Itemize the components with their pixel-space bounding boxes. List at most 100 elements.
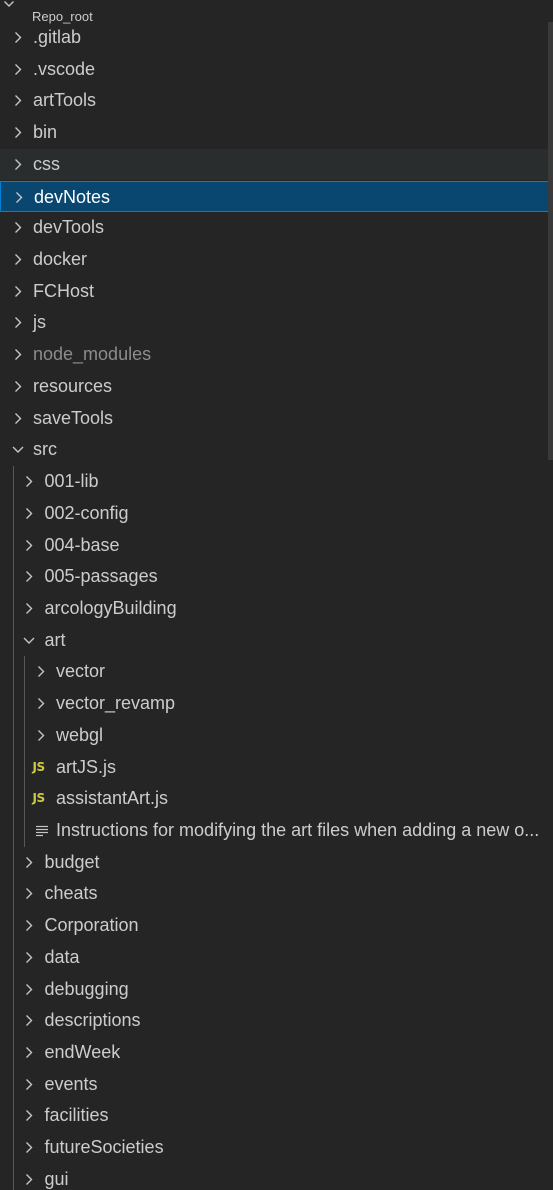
folder-art[interactable]: art (0, 625, 553, 656)
folder-docker[interactable]: docker (0, 244, 553, 275)
folder-resources[interactable]: resources (0, 371, 553, 402)
chevron-right-icon (26, 1078, 33, 1090)
tree-item-label: endWeek (44, 1042, 121, 1063)
chevron-right-icon (26, 920, 33, 932)
js-file-icon: JS (32, 791, 46, 806)
folder-arttools[interactable]: artTools (0, 85, 553, 116)
folder-css[interactable]: css (0, 148, 553, 180)
js-file-icon: JS (32, 759, 46, 774)
folder-facilities[interactable]: facilities (0, 1100, 553, 1131)
folder-js[interactable]: js (0, 307, 553, 338)
tree-item-label: art (44, 629, 66, 650)
chevron-right-icon (14, 285, 21, 297)
tree-item-label: assistantArt.js (56, 788, 169, 809)
tree-item-label: resources (33, 375, 113, 396)
chevron-down-icon (12, 446, 23, 454)
tree-item-label: node_modules (33, 344, 152, 365)
chevron-right-icon (26, 1047, 33, 1059)
folder-fchost[interactable]: FCHost (0, 276, 553, 307)
folder-bin[interactable]: bin (0, 117, 553, 148)
chevron-right-icon (26, 602, 33, 614)
chevron-right-icon (26, 856, 33, 868)
chevron-right-icon (14, 349, 21, 361)
text-file-icon (35, 825, 48, 837)
tree-item-label: devTools (33, 217, 105, 238)
chevron-right-icon (26, 571, 33, 583)
folder-descriptions[interactable]: descriptions (0, 1005, 553, 1036)
folder-001-lib[interactable]: 001-lib (0, 466, 553, 497)
chevron-right-icon (14, 32, 21, 43)
tree-item-label: vector_revamp (56, 693, 176, 714)
root-folder-row[interactable]: Repo_root (0, 0, 553, 24)
chevron-right-icon (37, 729, 44, 741)
chevron-right-icon (14, 317, 21, 329)
chevron-right-icon (26, 983, 33, 995)
tree-item-label: vector (56, 661, 106, 682)
file-artjs[interactable]: JS artJS.js (0, 752, 553, 783)
chevron-right-icon (26, 539, 33, 551)
chevron-right-icon (26, 888, 33, 900)
tree-item-label: gui (44, 1168, 69, 1189)
chevron-down-icon (4, 1, 14, 7)
chevron-down-icon (23, 637, 35, 644)
folder-arcologybuilding[interactable]: arcologyBuilding (0, 593, 553, 624)
chevron-right-icon (37, 698, 44, 710)
chevron-right-icon (14, 127, 21, 139)
chevron-right-icon (14, 222, 21, 234)
folder-endweek[interactable]: endWeek (0, 1037, 553, 1068)
tree-item-label: 001-lib (44, 471, 99, 492)
chevron-right-icon (37, 666, 44, 678)
tree-item-label: bin (33, 122, 58, 143)
tree-item-label: 005-passages (44, 566, 158, 587)
folder-gui[interactable]: gui (0, 1164, 553, 1190)
folder-devtools[interactable]: devTools (0, 212, 553, 243)
folder-vscode[interactable]: .vscode (0, 54, 553, 85)
folder-debugging[interactable]: debugging (0, 974, 553, 1005)
chevron-right-icon (26, 1015, 33, 1027)
chevron-right-icon (14, 380, 21, 392)
chevron-right-icon (14, 158, 21, 170)
tree-item-label: artJS.js (56, 756, 117, 777)
folder-004-base[interactable]: 004-base (0, 530, 553, 561)
folder-corporation[interactable]: Corporation (0, 910, 553, 941)
folder-cheats[interactable]: cheats (0, 878, 553, 909)
chevron-right-icon (14, 63, 21, 75)
folder-vector[interactable]: vector (0, 656, 553, 687)
tree-item-label: artTools (33, 90, 97, 111)
folder-savetools[interactable]: saveTools (0, 403, 553, 434)
folder-devnotes[interactable]: devNotes (0, 180, 553, 212)
tree-item-label: debugging (44, 978, 129, 999)
tree-item-label: cheats (44, 883, 98, 904)
folder-src[interactable]: src (0, 434, 553, 465)
file-assistantart[interactable]: JS assistantArt.js (0, 783, 553, 814)
folder-vector-revamp[interactable]: vector_revamp (0, 688, 553, 719)
tree-item-label: data (44, 946, 80, 967)
scrollbar-thumb[interactable] (548, 22, 553, 460)
tree-item-label: saveTools (33, 407, 114, 428)
folder-budget[interactable]: budget (0, 847, 553, 878)
folder-002-config[interactable]: 002-config (0, 498, 553, 529)
tree-item-label: Instructions for modifying the art files… (56, 820, 540, 840)
tree-item-label: devNotes (34, 186, 111, 207)
chevron-right-icon (14, 95, 21, 107)
chevron-right-icon (14, 254, 21, 266)
tree-item-label: js (33, 312, 46, 333)
file-instructions[interactable]: Instructions for modifying the art files… (0, 815, 553, 846)
tree-item-label: budget (44, 851, 100, 872)
tree-item-label: arcologyBuilding (44, 597, 177, 618)
folder-005-passages[interactable]: 005-passages (0, 561, 553, 592)
chevron-right-icon (14, 412, 21, 424)
folder-events[interactable]: events (0, 1069, 553, 1100)
tree-item-label: css (33, 153, 60, 174)
folder-node-modules[interactable]: node_modules (0, 339, 553, 370)
tree-item-label: futureSocieties (44, 1137, 164, 1158)
chevron-right-icon (26, 1173, 33, 1185)
folder-data[interactable]: data (0, 942, 553, 973)
chevron-right-icon (26, 1110, 33, 1122)
folder-futuresocieties[interactable]: futureSocieties (0, 1132, 553, 1163)
chevron-right-icon (26, 1142, 33, 1154)
chevron-right-icon (15, 191, 22, 203)
tree-item-label: .vscode (33, 58, 96, 79)
folder-gitlab[interactable]: .gitlab (0, 22, 553, 53)
folder-webgl[interactable]: webgl (0, 720, 553, 751)
